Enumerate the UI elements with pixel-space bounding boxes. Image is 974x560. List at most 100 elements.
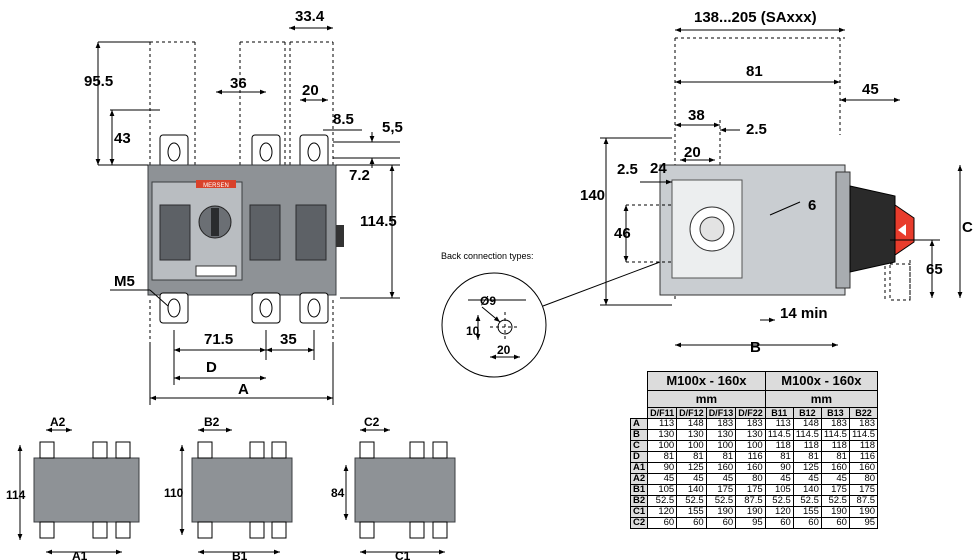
table-cell: 118: [792, 440, 822, 452]
table-cell: 52.5: [676, 495, 707, 507]
side-outline-dashed: [674, 37, 911, 300]
table-cell: 45: [676, 473, 707, 485]
dim-label-140: 140: [580, 187, 605, 204]
small-view-1: A2 114 A1: [6, 415, 140, 560]
table-cell: 45: [705, 473, 737, 485]
window-1: [159, 204, 191, 261]
table-cell: 52.5: [764, 495, 794, 507]
small-terminal: [39, 521, 55, 539]
small-body: [354, 457, 456, 523]
dim-label-114-5: 114.5: [360, 213, 397, 230]
table-cell: 175: [848, 484, 879, 496]
table-cell: 114.5: [820, 429, 850, 441]
side-view: 138...205 (SAxxx) 81 45 38 2.5 20 2.5 24…: [580, 9, 973, 356]
small-view-2: B2 110 B1: [164, 415, 293, 560]
dim-label-36: 36: [230, 75, 247, 92]
dim-label-14min: 14 min: [780, 305, 828, 322]
table-cell: 190: [820, 506, 850, 518]
table-cell: 105: [764, 484, 794, 496]
table-cell: 130: [676, 429, 707, 441]
terminal-hole: [259, 142, 273, 162]
small-terminal: [409, 521, 425, 539]
table-cell: 90: [764, 462, 794, 474]
table-cell: 190: [705, 506, 737, 518]
table-cell: 120: [764, 506, 794, 518]
table-unit-header: mm: [764, 390, 879, 408]
table-cell: 190: [735, 506, 766, 518]
side-plate: [835, 171, 851, 289]
table-cell: 183: [848, 418, 879, 430]
small-view-3: C2 84 C1: [331, 415, 456, 560]
small-terminal: [115, 521, 131, 539]
table-column-header: B13: [820, 407, 850, 419]
dim-label-33-4: 33.4: [295, 8, 325, 25]
dim-label-38: 38: [688, 107, 705, 124]
table-cell: 80: [848, 473, 879, 485]
table-cell: 120: [647, 506, 678, 518]
table-cell: 95: [735, 517, 766, 529]
back-connection-label: Back connection types:: [441, 251, 534, 261]
fuse-outline-left: [149, 41, 196, 165]
small-terminal: [409, 441, 425, 459]
table-row-label: A: [629, 418, 649, 430]
dim-label-35: 35: [280, 331, 297, 348]
dim-label-a2: A2: [50, 415, 66, 429]
table-cell: 155: [676, 506, 707, 518]
dim-label-71-5: 71.5: [204, 331, 233, 348]
terminal-bottom-2: [251, 292, 281, 324]
terminal-hole: [167, 142, 181, 162]
small-terminal: [115, 441, 131, 459]
arrow-icon: [898, 224, 906, 236]
table-cell: 60: [820, 517, 850, 529]
table-cell: 113: [647, 418, 678, 430]
dim-label-7-2: 7.2: [349, 167, 370, 184]
table-cell: 81: [647, 451, 678, 463]
small-terminal: [197, 521, 213, 539]
table-corner: [631, 391, 648, 408]
table-cell: 52.5: [792, 495, 822, 507]
small-terminal: [92, 441, 108, 459]
table-cell: 113: [764, 418, 794, 430]
window-3: [295, 204, 327, 261]
fuse-outline-middle: [239, 41, 286, 165]
table-cell: 125: [792, 462, 822, 474]
table-cell: 140: [792, 484, 822, 496]
table-cell: 148: [792, 418, 822, 430]
detail-leader: [542, 261, 661, 307]
table-cell: 175: [705, 484, 737, 496]
fuse-outline-right: [289, 41, 334, 165]
table-row-label: B1: [629, 484, 649, 496]
table-cell: 160: [705, 462, 737, 474]
dim-label-114s: 114: [6, 488, 26, 502]
dim-label-2-5b: 2.5: [617, 161, 638, 178]
table-cell: 81: [705, 451, 737, 463]
table-cell: 45: [764, 473, 794, 485]
handle-extension: [889, 263, 911, 301]
table-column-header: B12: [792, 407, 822, 419]
side-aux: [336, 225, 344, 247]
table-cell: 100: [647, 440, 678, 452]
table-cell: 95: [848, 517, 879, 529]
hole-centerline: [490, 312, 520, 342]
table-cell: 52.5: [705, 495, 737, 507]
table-cell: 118: [764, 440, 794, 452]
terminal-bottom-3: [299, 292, 329, 324]
table-cell: 81: [764, 451, 794, 463]
dim-label-m5: M5: [114, 273, 135, 290]
terminal-top-1: [159, 134, 189, 168]
terminal-hole: [307, 142, 321, 162]
dim-label-c2: C2: [364, 415, 380, 429]
table-cell: 114.5: [764, 429, 794, 441]
table-row-label: A2: [629, 473, 649, 485]
table-cell: 100: [676, 440, 707, 452]
table-column-header: B22: [848, 407, 879, 419]
table-cell: 105: [647, 484, 678, 496]
brand-badge: [196, 180, 236, 188]
